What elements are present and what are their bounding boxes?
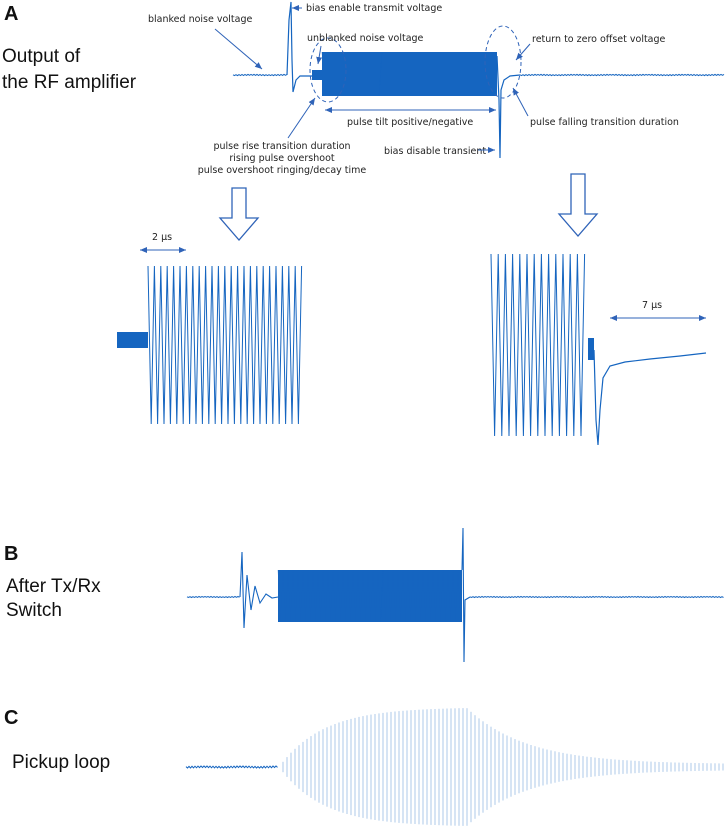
panel-c-baseline-left	[185, 765, 278, 769]
zoom-right-decay-block	[588, 338, 594, 360]
zoom-right-cycles	[490, 253, 586, 437]
zoom-left-cycles	[147, 265, 303, 425]
zoom-left-scale-label: 2 μs	[152, 232, 172, 243]
annot-rise-line2: rising pulse overshoot	[229, 153, 334, 164]
zoom-arrow-left	[218, 187, 260, 241]
panel-b-letter: B	[4, 543, 18, 565]
main-pulse-cycles	[321, 51, 497, 97]
annot-rise-line3: pulse overshoot ringing/decay time	[198, 165, 367, 176]
panel-c-waveform	[185, 679, 724, 833]
rise-edge-ellipse	[309, 37, 347, 103]
zoom-right-bias-disable	[593, 349, 707, 446]
annot-pulse-falling: pulse falling transition duration	[530, 117, 679, 128]
arrow-rise	[287, 97, 316, 139]
panel-c-envelope	[278, 701, 724, 833]
panel-b-falling-spike	[461, 527, 471, 663]
zoom-left-noise-block	[117, 332, 148, 348]
annot-pulse-tilt: pulse tilt positive/negative	[347, 117, 473, 128]
panel-c-letter: C	[4, 707, 18, 729]
zoom-arrow-right	[557, 173, 599, 237]
zoom-right-waveform	[490, 253, 707, 446]
panel-b-baseline-left	[186, 595, 240, 599]
bias-enable-spike	[286, 1, 312, 93]
panel-a-label-line1: Output of	[2, 46, 81, 67]
annot-unblanked-noise: unblanked noise voltage	[307, 33, 424, 44]
arrow-blanked-noise	[214, 28, 263, 70]
fall-edge-ellipse	[484, 25, 522, 99]
annot-blanked-noise: blanked noise voltage	[148, 14, 253, 25]
annot-return-zero: return to zero offset voltage	[532, 34, 666, 45]
baseline-noise-right	[519, 73, 725, 77]
panel-c-cycles	[282, 708, 724, 826]
arrow-return-zero	[515, 43, 531, 61]
panel-b-label-line1: After Tx/Rx	[6, 576, 101, 597]
panel-b-pulse-cycles	[277, 569, 461, 623]
zoom-left-waveform	[117, 265, 303, 425]
panel-b-waveform	[186, 527, 724, 663]
annot-bias-enable: bias enable transmit voltage	[306, 3, 442, 14]
bias-disable-transient	[496, 55, 521, 159]
panel-a-letter: A	[4, 3, 18, 25]
panel-c-label-line1: Pickup loop	[12, 752, 110, 773]
panel-b-baseline-right	[469, 595, 724, 599]
panel-a-label-line2: the RF amplifier	[2, 72, 137, 93]
annot-rise-line1: pulse rise transition duration	[213, 141, 350, 152]
panel-c-envelope-outline	[278, 679, 463, 832]
zoom-right-scale-label: 7 μs	[642, 300, 662, 311]
annot-bias-disable: bias disable transient	[384, 146, 486, 157]
arrow-unblanked-noise	[316, 45, 323, 65]
baseline-noise-left	[232, 73, 288, 77]
panel-b-switch-ringing	[239, 551, 279, 629]
panel-b-label-line2: Switch	[6, 600, 62, 621]
unblanked-noise-block	[312, 70, 322, 80]
panel-a-waveform	[232, 1, 725, 159]
arrow-pulse-falling	[512, 87, 529, 117]
